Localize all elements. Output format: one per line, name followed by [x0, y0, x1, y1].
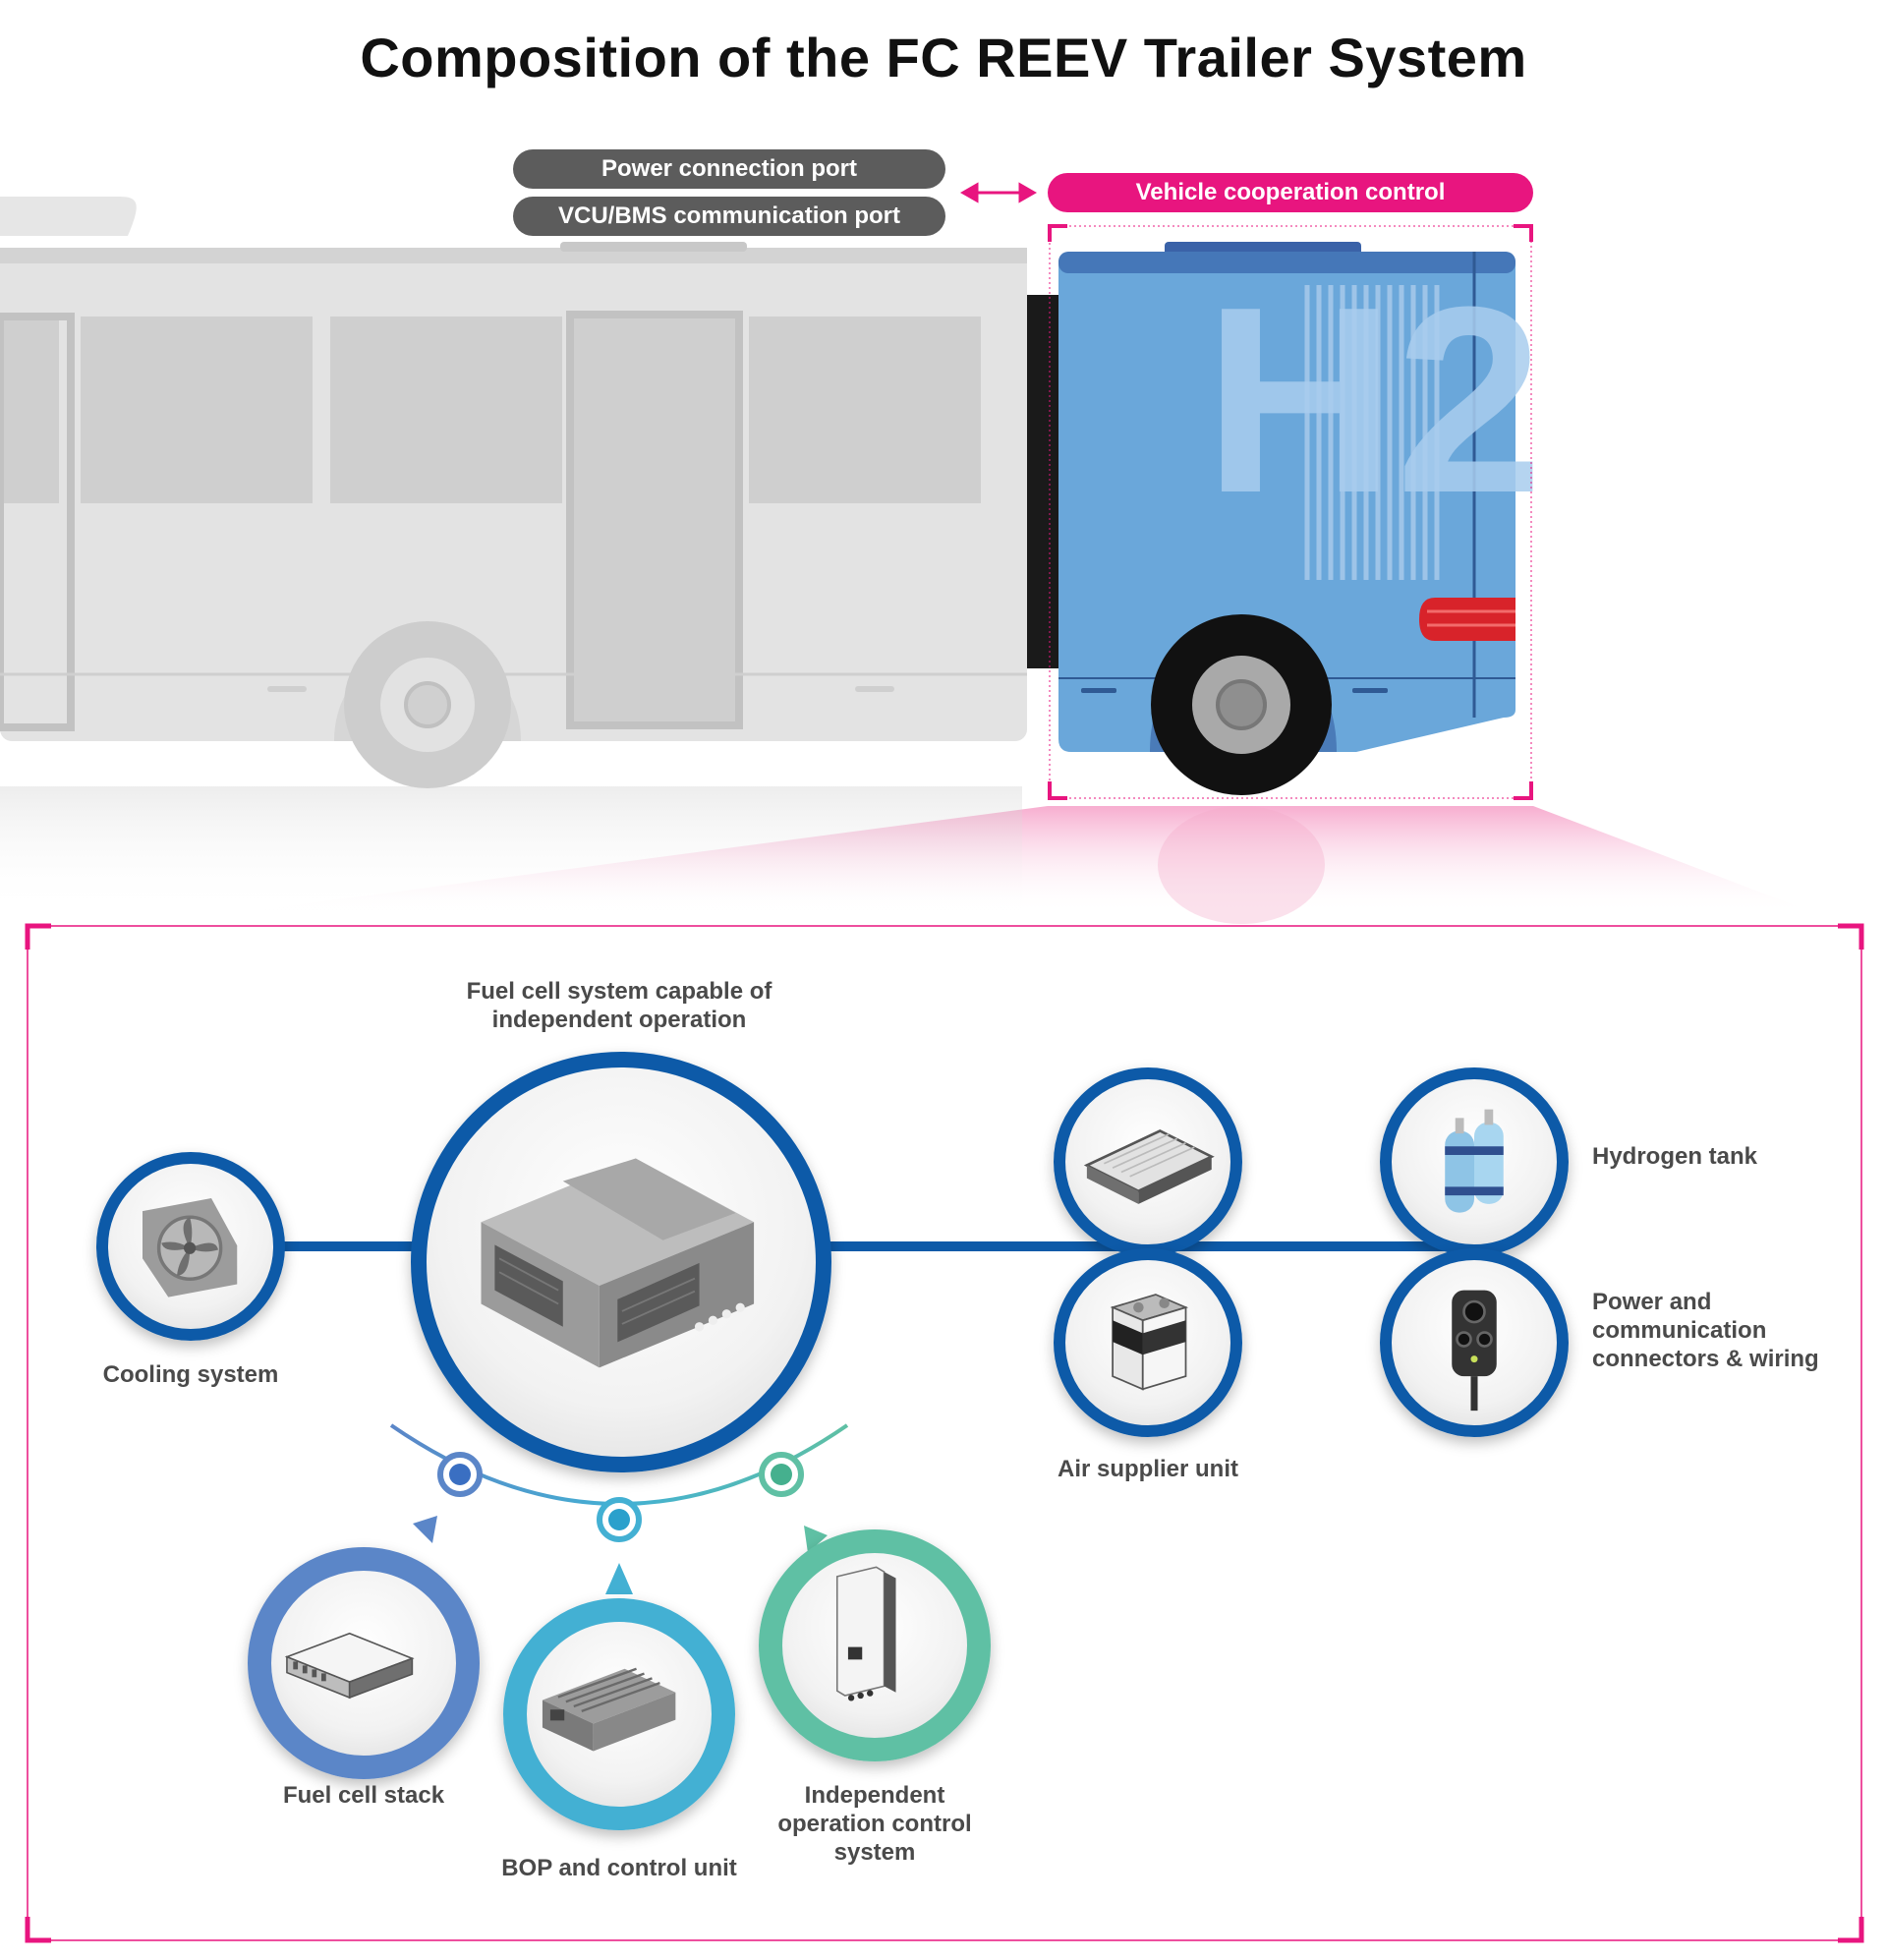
fuel-cell-stack-label: Fuel cell stack [282, 1782, 445, 1809]
bus-body [0, 197, 1027, 788]
trailer-body: H2 [1058, 242, 1543, 795]
cooling-system-label: Cooling system [102, 1361, 279, 1388]
hydrogen-tank-circle [1380, 1067, 1569, 1256]
ev-connector-icon [1452, 1290, 1497, 1412]
fuel-cell-system-label: Fuel cell system capable of independent … [466, 978, 772, 1033]
h2-logo: H2 [1204, 253, 1543, 548]
vcu-bms-communication-port: VCU/BMS communication port [513, 197, 945, 236]
bop-control-unit-circle [503, 1598, 735, 1830]
wheel-reflection [1158, 806, 1325, 924]
arc-node-control [759, 1452, 804, 1497]
air-filter-circle [1054, 1067, 1242, 1256]
vehicle-cooperation-control: Vehicle cooperation control [1048, 173, 1533, 212]
power-connection-port: Power connection port [513, 149, 945, 189]
battery-icon [1110, 1294, 1189, 1391]
connectors-label: Power and communication connectors & wir… [1592, 1289, 1819, 1372]
page-title: Composition of the FC REEV Trailer Syste… [360, 27, 1527, 88]
bus-reflection [0, 786, 1022, 914]
air-filter-icon [1083, 1129, 1215, 1204]
trailer-selection-frame [1048, 224, 1533, 800]
radiator-fan-icon [143, 1198, 238, 1297]
double-arrow-icon [959, 182, 1038, 203]
fuel-cell-system-circle [411, 1052, 831, 1472]
fuel-cell-system-icon [481, 1158, 755, 1368]
fuel-cell-stack-icon [284, 1632, 415, 1700]
connectors-circle [1380, 1248, 1569, 1437]
arc-node-stack [437, 1452, 483, 1497]
bus-illustration: H2 [0, 182, 1818, 924]
independent-control-label: Independent operation control system [777, 1782, 972, 1866]
air-supplier-label: Air supplier unit [1057, 1456, 1238, 1482]
fuel-cell-stack-circle [248, 1547, 480, 1779]
hydrogen-tank-label: Hydrogen tank [1592, 1143, 1758, 1170]
bop-control-unit-label: BOP and control unit [501, 1855, 737, 1881]
arc-node-bop [597, 1497, 642, 1542]
articulation-joint [1027, 295, 1058, 668]
hydrogen-tank-icon [1445, 1109, 1504, 1213]
air-supplier-circle [1054, 1248, 1242, 1437]
independent-control-circle [759, 1529, 991, 1761]
inverter-icon [542, 1667, 676, 1752]
control-cabinet-icon [835, 1566, 896, 1701]
cooling-system-circle [96, 1152, 285, 1341]
